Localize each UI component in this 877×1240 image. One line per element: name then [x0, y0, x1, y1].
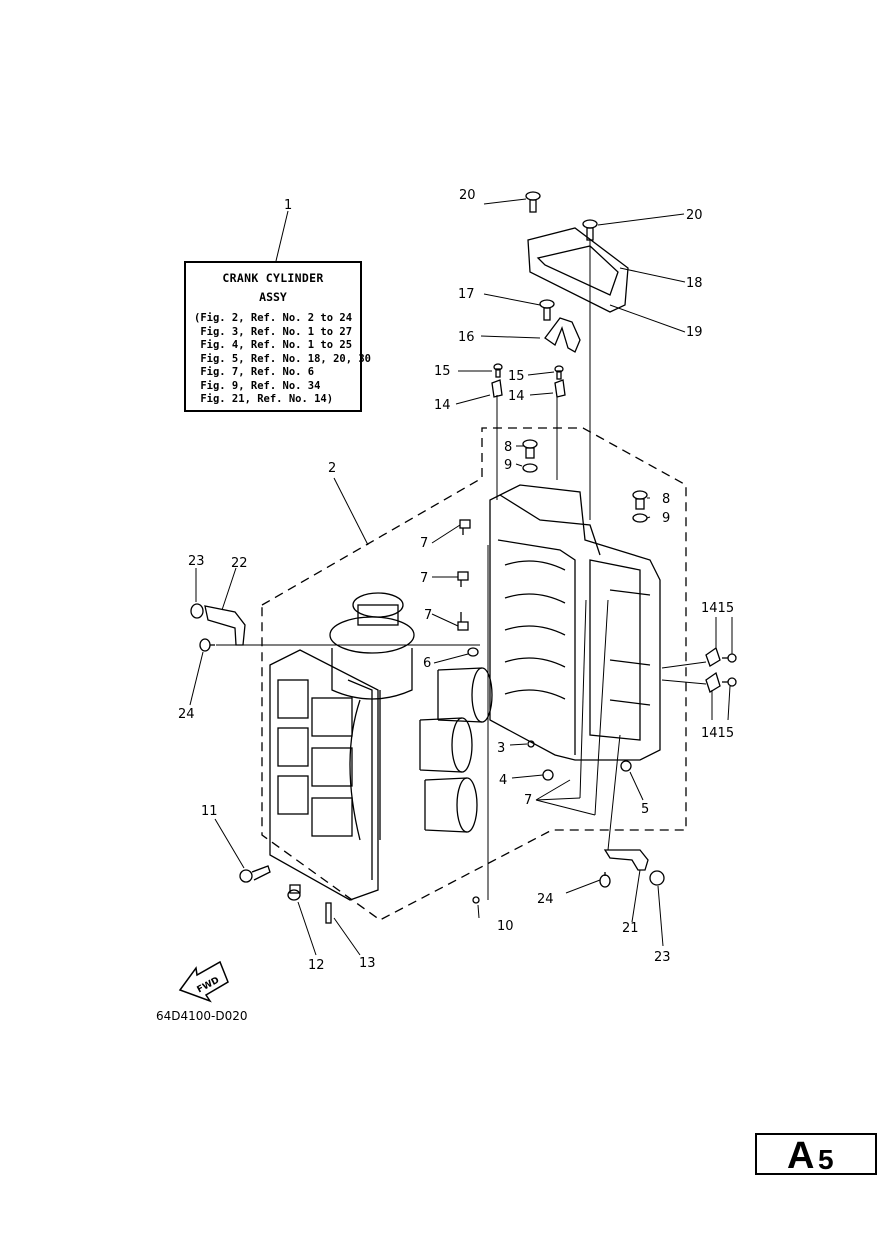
reference-subtitle: ASSY: [259, 290, 287, 304]
assembly-outline: [261, 427, 687, 921]
callout-4: 4: [499, 773, 507, 788]
callout-20-right: 20: [686, 208, 703, 223]
callout-labels: 1 2 23 22 24 11 12 13 10 20 20 18 19 17 …: [178, 188, 734, 995]
callout-17: 17: [458, 287, 475, 302]
callout-1415-upper: 1415: [701, 601, 734, 616]
bolt-11: [239, 865, 271, 883]
reference-line: Fig. 21, Ref. No. 14): [194, 393, 334, 405]
callout-6: 6: [423, 656, 431, 671]
callout-1: 1: [284, 198, 292, 213]
stud-13: [325, 902, 332, 924]
grommet-23-right: [649, 870, 665, 886]
callout-16: 16: [458, 330, 475, 345]
bolt-20-left: [525, 191, 541, 213]
reference-line: Fig. 7, Ref. No. 6: [194, 366, 315, 378]
piston-middle: [419, 717, 473, 773]
reference-list: (Fig. 2, Ref. No. 2 to 24 Fig. 3, Ref. N…: [194, 312, 372, 407]
plug-6: [467, 647, 479, 657]
callout-21: 21: [622, 921, 639, 936]
anode-21: [603, 849, 649, 871]
callout-9-right: 9: [662, 511, 670, 526]
cover-plate: [527, 227, 629, 313]
clip-14-right: [554, 379, 566, 398]
callout-19: 19: [686, 325, 703, 340]
bolt-1415-lower: [722, 677, 737, 687]
page-badge: A 5: [755, 1133, 877, 1177]
callout-15-left: 15: [434, 364, 451, 379]
screw-15-right: [554, 365, 564, 380]
callout-22: 22: [231, 556, 248, 571]
plug-12: [287, 884, 301, 901]
bracket-16: [544, 317, 581, 353]
callout-14-left: 14: [434, 398, 451, 413]
pin-10: [472, 896, 480, 904]
bolt-1415-upper: [722, 653, 737, 663]
callout-10: 10: [497, 919, 514, 934]
callout-14-right: 14: [508, 389, 525, 404]
callout-18: 18: [686, 276, 703, 291]
callout-8-left: 8: [504, 440, 512, 455]
fwd-label: FWD: [196, 976, 221, 996]
leader-lines: [189, 198, 733, 956]
callout-7-c: 7: [424, 608, 432, 623]
callout-24-left: 24: [178, 707, 195, 722]
cylinder-block: [489, 484, 661, 761]
piston-lower: [424, 777, 478, 833]
callout-11: 11: [201, 804, 218, 819]
callout-7-b: 7: [420, 571, 428, 586]
plug-5: [620, 760, 632, 772]
callout-23-right: 23: [654, 950, 671, 965]
clip-14-left: [491, 379, 503, 398]
reference-line: (Fig. 2, Ref. No. 2 to 24: [194, 312, 353, 324]
callout-9-left: 9: [504, 458, 512, 473]
callout-3: 3: [497, 741, 505, 756]
clip-1415-upper: [705, 646, 721, 667]
reference-line: Fig. 5, Ref. No. 18, 20, 30: [194, 352, 372, 365]
reference-box: CRANK CYLINDER ASSY (Fig. 2, Ref. No. 2 …: [184, 261, 372, 412]
washer-9-right: [632, 513, 648, 523]
callout-5: 5: [641, 802, 649, 817]
pin-3: [527, 740, 535, 748]
bolt-17: [539, 299, 555, 321]
callout-23-left: 23: [188, 554, 205, 569]
plug-8-left: [522, 439, 538, 459]
callout-13: 13: [359, 956, 376, 971]
bolt-24-right: [599, 872, 611, 888]
bolt-24-left: [199, 638, 215, 652]
fwd-arrow-icon: [178, 960, 229, 1003]
washer-9-left: [522, 463, 538, 473]
page-badge-letter: A: [787, 1135, 815, 1177]
page-badge-number: 5: [818, 1144, 834, 1175]
anode-22: [204, 605, 246, 646]
fitting-7-b: [457, 571, 469, 587]
callout-7-a: 7: [420, 536, 428, 551]
callout-12: 12: [308, 958, 325, 973]
crankcase: [269, 649, 379, 901]
reference-line: Fig. 3, Ref. No. 1 to 27: [194, 325, 353, 338]
callout-15-right: 15: [508, 369, 525, 384]
reference-line: Fig. 9, Ref. No. 34: [194, 379, 321, 392]
clip-1415-lower: [705, 671, 721, 693]
plug-8-right: [632, 490, 648, 510]
reference-line: Fig. 4, Ref. No. 1 to 25: [194, 339, 353, 351]
screw-15-left: [493, 363, 503, 378]
diagram-code: 64D4100-D020: [156, 1009, 248, 1023]
fitting-7-c: [457, 612, 469, 631]
reference-title: CRANK CYLINDER: [222, 271, 324, 285]
callout-2: 2: [328, 461, 336, 476]
grommet-23-left: [190, 603, 204, 619]
plug-4: [542, 769, 554, 781]
piston-upper: [437, 667, 493, 723]
callout-1415-lower: 1415: [701, 726, 734, 741]
callout-7-d: 7: [524, 793, 532, 808]
bolt-20-right: [582, 219, 598, 241]
callout-24-right: 24: [537, 892, 554, 907]
fitting-7-a: [459, 519, 471, 535]
callout-8-right: 8: [662, 492, 670, 507]
callout-20-left: 20: [459, 188, 476, 203]
